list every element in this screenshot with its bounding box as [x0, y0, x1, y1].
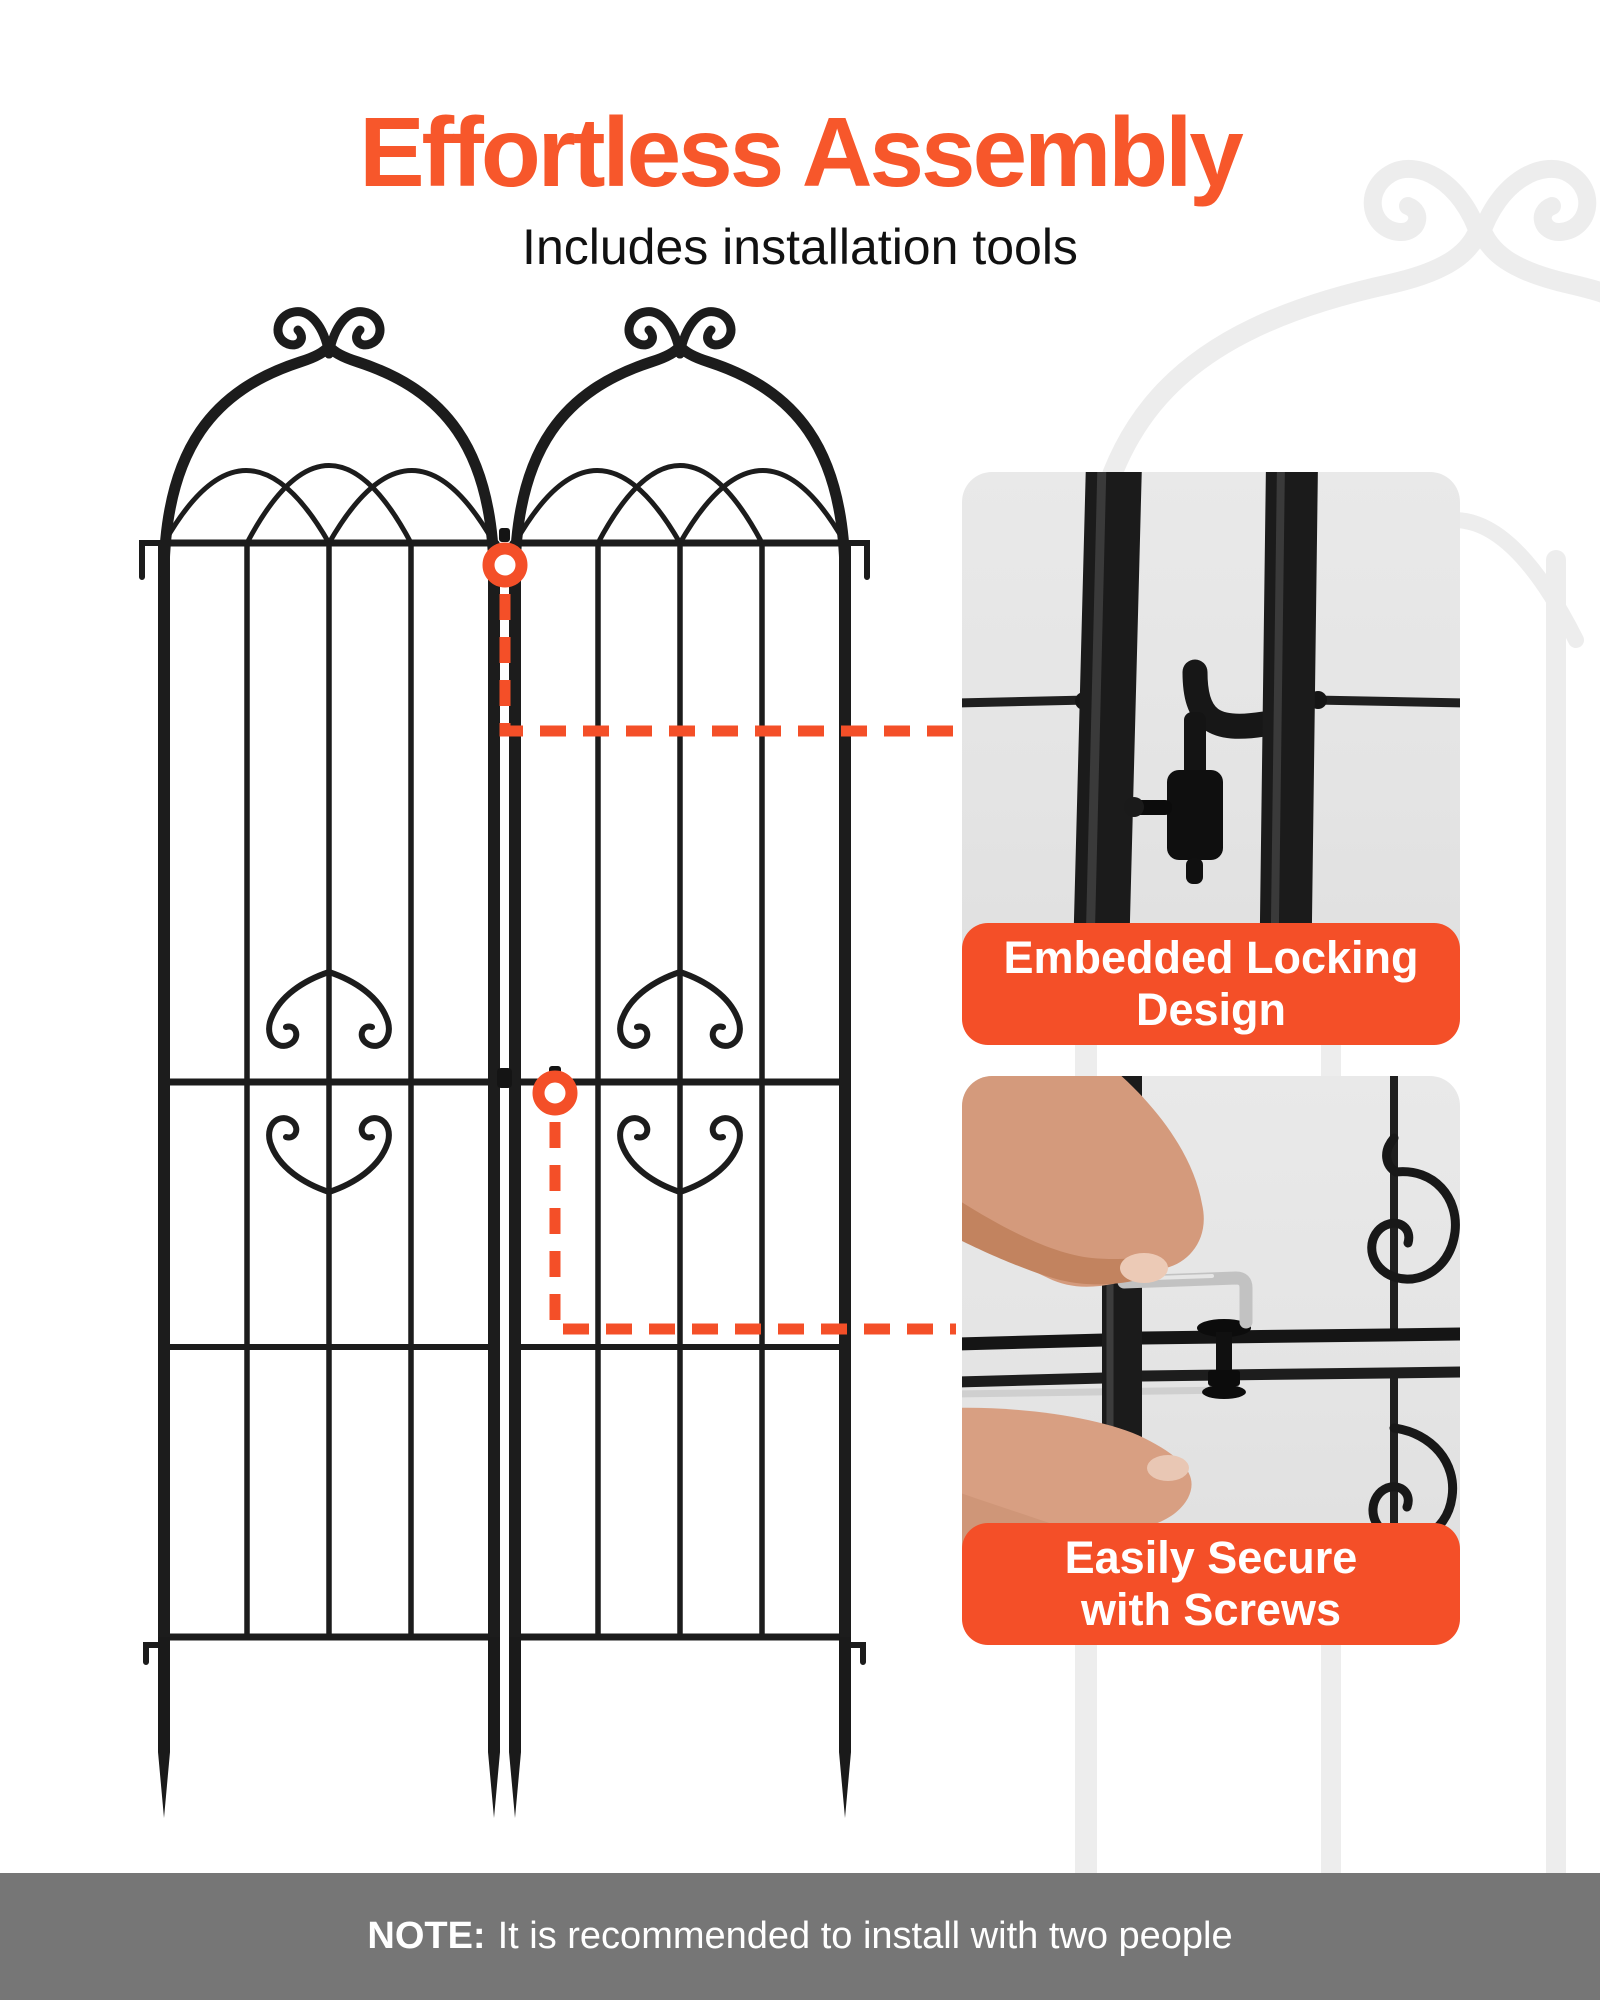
- bg-scroll-right: [1471, 160, 1597, 247]
- scroll-ornament: [266, 969, 392, 1195]
- screw-nut: [1208, 1370, 1240, 1386]
- note-bar: NOTE: It is recommended to install with …: [0, 1873, 1600, 2000]
- bg-scroll-left: [1363, 160, 1489, 247]
- page-title: Effortless Assembly: [359, 97, 1244, 207]
- lock-pin-tip: [1186, 858, 1203, 884]
- fingernail: [1120, 1253, 1168, 1283]
- hex-key-icon: [1117, 1271, 1253, 1329]
- thin-wire-left: [962, 695, 1093, 708]
- note-prefix: NOTE:: [367, 1915, 486, 1957]
- thin-wire-right: [1309, 695, 1460, 708]
- crossbar-lower-left: [962, 1372, 1105, 1388]
- ground-spikes: [158, 1637, 851, 1818]
- crossbar-upper-left: [962, 1333, 1105, 1351]
- callout-label-line: Design: [1135, 984, 1287, 1035]
- hex-key-lower-arm: [962, 1386, 1231, 1398]
- screw-washer-lower: [1202, 1385, 1246, 1399]
- locking-elbow-tube: [1182, 659, 1277, 739]
- callout-line-screws: [549, 1122, 956, 1335]
- callout-label-locking: Embedded Locking Design: [962, 923, 1460, 1045]
- scroll-ornament-upper: [1367, 1133, 1460, 1284]
- bg-arch-right: [1470, 216, 1600, 303]
- trellis-panel-left: [139, 307, 500, 1665]
- callout-label-line: Embedded Locking: [1003, 931, 1419, 983]
- screw-washer: [1197, 1319, 1251, 1337]
- callout-marker-screws: [532, 1070, 578, 1116]
- callout-label-screws: Easily Secure with Screws: [962, 1523, 1460, 1645]
- lock-stub: [1184, 712, 1206, 782]
- scroll-ornament: [617, 969, 743, 1195]
- callout-line-locking: [499, 594, 956, 737]
- lock-sleeve: [1167, 770, 1223, 860]
- hand-upper: [962, 1076, 1204, 1287]
- thumbnail: [1147, 1455, 1189, 1481]
- note-text: It is recommended to install with two pe…: [497, 1915, 1233, 1957]
- callout-label-line: with Screws: [1080, 1584, 1342, 1635]
- callout-label-line: Easily Secure: [1064, 1531, 1358, 1583]
- lock-pin-knob: [1124, 797, 1144, 817]
- callout-marker-locking: [482, 542, 528, 588]
- page-subtitle: Includes installation tools: [522, 219, 1078, 275]
- mounting-hook: [842, 540, 870, 580]
- crossbar-upper: [1139, 1327, 1460, 1345]
- crossbar-lower: [1139, 1366, 1460, 1382]
- screw-thread: [1216, 1332, 1232, 1372]
- mounting-hook: [139, 540, 167, 580]
